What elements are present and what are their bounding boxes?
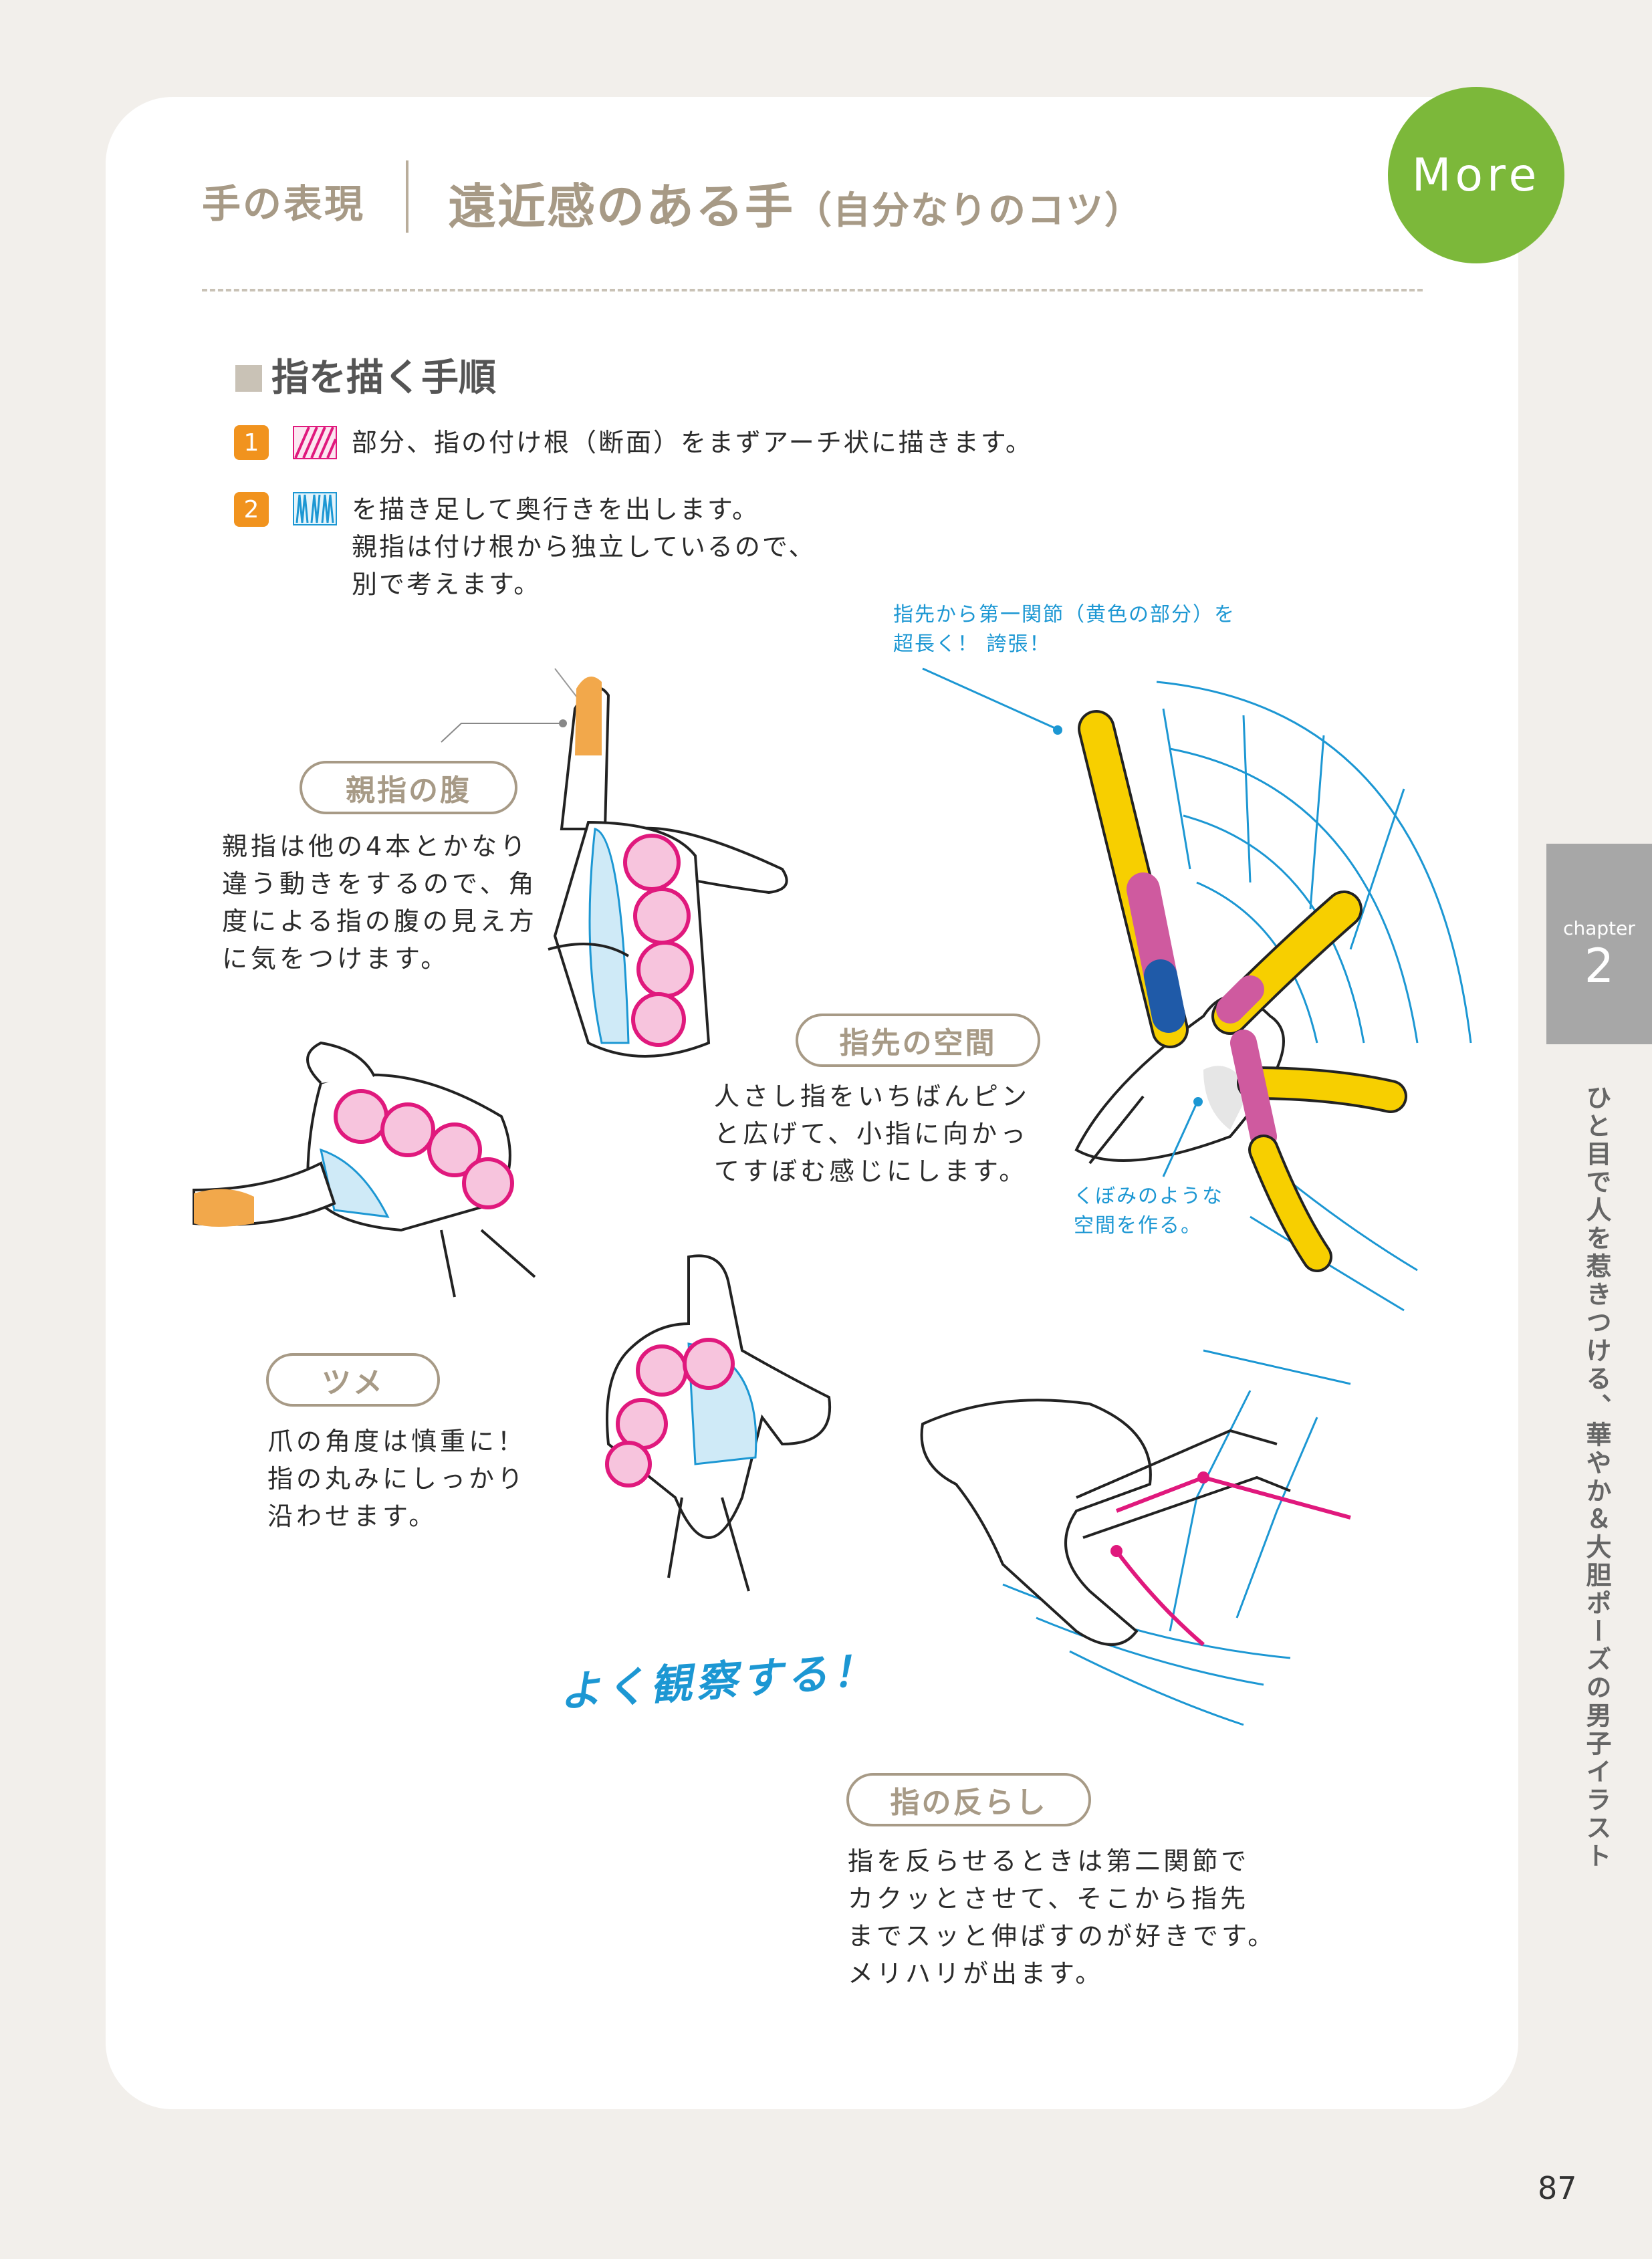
bend-text-line-4: メリハリが出ます。 (848, 1959, 1104, 1988)
thumb-text-line-2: 違う動きをするので、角 (222, 869, 538, 899)
thumb-text-line-1: 親指は他の4本とかなり (222, 832, 529, 861)
step-2-line-2: 親指は付け根から独立しているので、 (352, 532, 816, 562)
bend-text-line-1: 指を反らせるときは第二関節で (848, 1847, 1250, 1876)
fingertip-note-line-2: 超長く！ 誇張！ (893, 632, 1051, 656)
space-text-line-2: と広げて、小指に向かっ (714, 1119, 1030, 1149)
thumb-text-line-4: に気をつけます。 (222, 944, 450, 973)
hollow-note-line-1: くぼみのような (1074, 1185, 1223, 1208)
square-bullet-icon (235, 365, 262, 392)
title-main: 遠近感のある手 (448, 179, 795, 235)
header-divider (406, 160, 408, 233)
space-text-line-3: てすぼむ感じにします。 (714, 1157, 1028, 1186)
thumb-text-line-3: 度による指の腹の見え方 (222, 907, 538, 936)
finger-bend-label: 指の反らし (846, 1773, 1091, 1826)
bent-fingers-illustration (920, 1349, 1351, 1726)
more-badge: More (1388, 87, 1564, 263)
chapter-label: chapter (1563, 917, 1635, 939)
cyan-hatch-swatch-icon (293, 492, 337, 525)
step-2-line-3: 別で考えます。 (352, 570, 542, 599)
book-title-vertical: ひと目で人を惹きつける、華やか＆大胆ポーズの男子イラスト (1582, 1084, 1611, 1871)
thumb-hand-illustration (548, 668, 788, 1058)
sub-heading: 指を描く手順 (235, 348, 496, 402)
section-label: 手の表現 (202, 181, 366, 227)
spread-fingers-illustration (922, 667, 1472, 1312)
step-2-line-1: を描き足して奥行きを出します。 (352, 495, 760, 524)
downward-hand-illustration (605, 1254, 832, 1592)
page-number: 87 (1538, 2170, 1577, 2206)
fingertip-note-line-1: 指先から第一関節（黄色の部分）を (893, 603, 1235, 626)
step-1-text: 部分、指の付け根（断面）をまずアーチ状に描きます。 (352, 428, 1033, 457)
sub-heading-text: 指を描く手順 (271, 356, 496, 400)
nail-text-line-1: 爪の角度は慎重に！ (267, 1427, 527, 1456)
nail-text-line-3: 沿わせます。 (267, 1502, 438, 1531)
chapter-number: 2 (1584, 939, 1615, 993)
step-2-number: 2 (234, 492, 269, 527)
chapter-tab: chapter 2 (1546, 844, 1652, 1044)
bend-text-line-3: までスッと伸ばすのが好きです。 (848, 1921, 1277, 1951)
fingertip-space-label: 指先の空間 (796, 1014, 1040, 1067)
step-1-number: 1 (234, 425, 269, 460)
thumb-pad-label: 親指の腹 (300, 761, 517, 814)
title-sub: （自分なりのコツ） (794, 189, 1144, 233)
nail-label: ツメ (266, 1353, 440, 1407)
magenta-hatch-swatch-icon (293, 426, 337, 459)
thumb-pointer-line (441, 719, 567, 743)
hollow-note-line-2: 空間を作る。 (1074, 1214, 1202, 1237)
nail-text-line-2: 指の丸みにしっかり (267, 1464, 527, 1494)
page-title: 遠近感のある手（自分なりのコツ） (448, 167, 1143, 237)
space-text-line-1: 人さし指をいちばんピン (714, 1082, 1031, 1111)
bend-text-line-2: カクッとさせて、そこから指先 (848, 1884, 1250, 1913)
header-dashed-rule (202, 289, 1423, 291)
reaching-hand-illustration (193, 1041, 536, 1298)
